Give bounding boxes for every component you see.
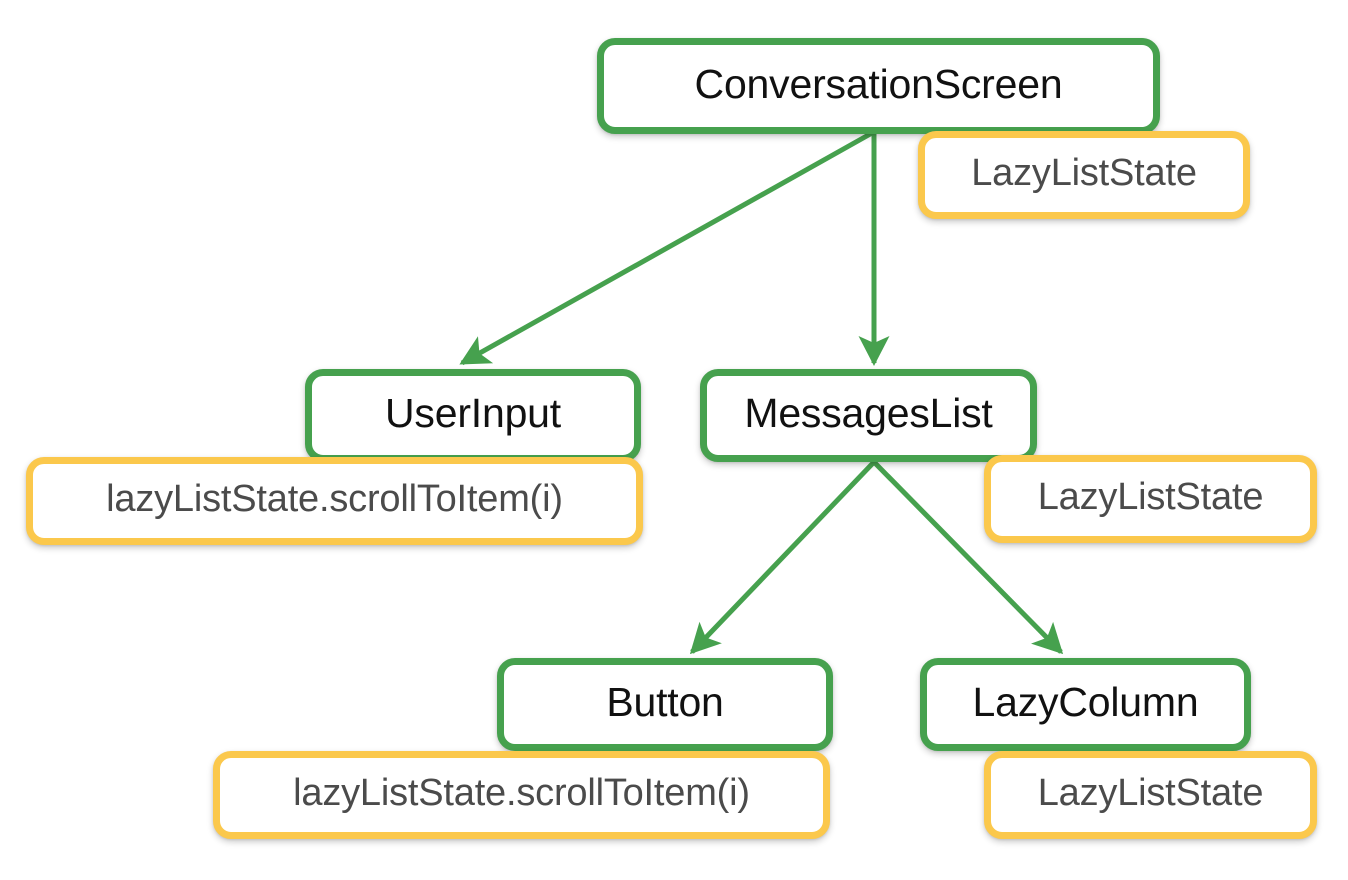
node-button[interactable]: Button [497,658,833,751]
node-label-scrolltoitem-button: lazyListState.scrollToItem(i) [293,772,750,814]
node-label-lazy-column: LazyColumn [972,679,1199,725]
node-scrolltoitem-button[interactable]: lazyListState.scrollToItem(i) [213,751,830,839]
node-label-conversation-screen: ConversationScreen [694,60,1063,107]
node-scrolltoitem-userinput[interactable]: lazyListState.scrollToItem(i) [26,457,643,545]
node-lazyliststate-root[interactable]: LazyListState [918,131,1250,219]
node-label-messages-list: MessagesList [744,390,993,436]
edge-messageslist-button [689,460,876,655]
node-messages-list[interactable]: MessagesList [700,369,1037,462]
node-label-user-input: UserInput [385,390,561,436]
edge-conversationscreen-userinput [459,130,874,366]
node-lazyliststate-lazycolumn[interactable]: LazyListState [984,751,1317,839]
node-label-lazyliststate-messageslist: LazyListState [1037,476,1264,518]
node-label-scrolltoitem-userinput: lazyListState.scrollToItem(i) [106,478,563,520]
node-user-input[interactable]: UserInput [305,369,641,462]
node-label-lazyliststate-root: LazyListState [971,152,1197,194]
node-label-button: Button [606,679,724,725]
node-lazyliststate-messageslist[interactable]: LazyListState [984,455,1317,543]
node-conversation-screen[interactable]: ConversationScreen [597,38,1160,134]
node-label-lazyliststate-lazycolumn: LazyListState [1037,772,1264,814]
node-lazy-column[interactable]: LazyColumn [920,658,1251,751]
